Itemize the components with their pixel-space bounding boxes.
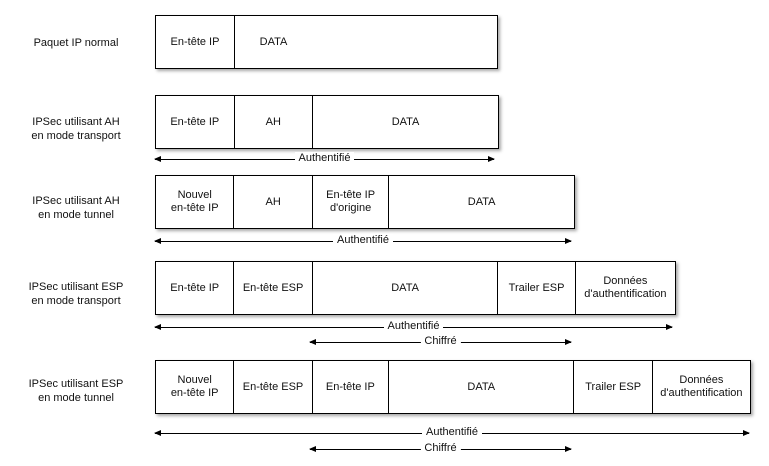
segment-en-tete-esp: En-tête ESP xyxy=(234,262,313,314)
double-arrow-authentifie: Authentifié xyxy=(154,152,495,165)
segment-data: DATA xyxy=(313,262,499,314)
arrow-label-authentifie: Authentifié xyxy=(422,426,482,439)
segment-data: DATA xyxy=(259,35,288,48)
arrow-label-authentifie: Authentifié xyxy=(383,320,444,333)
segment-ah: AH xyxy=(234,176,313,228)
double-arrow-authentifie: Authentifié xyxy=(154,320,673,333)
row-label-1: Paquet IP normal xyxy=(33,37,119,49)
arrow-label-authentifie: Authentifié xyxy=(294,152,355,165)
segment-en-tete-esp: En-tête ESP xyxy=(234,361,313,413)
segment-trailer-esp: Trailer ESP xyxy=(498,262,576,314)
segment-data: DATA xyxy=(391,115,420,128)
double-arrow-chiffre: Chiffré xyxy=(309,442,572,455)
packet-row-1: En-tête IP DATA xyxy=(155,15,498,69)
double-arrow-chiffre: Chiffré xyxy=(309,335,572,348)
segment-en-tete-ip: En-tête IP xyxy=(156,262,235,314)
segment-ah: AH xyxy=(235,96,314,148)
segment-en-tete-ip: En-tête IP xyxy=(156,96,235,148)
segment-en-tete-ip: En-tête IP xyxy=(156,16,235,68)
segment-trailer-esp: Trailer ESP xyxy=(574,361,653,413)
segment-data: DATA xyxy=(389,361,575,413)
arrow-label-authentifie: Authentifié xyxy=(333,234,393,247)
segment-data: DATA xyxy=(467,195,496,208)
arrow-label-chiffre: Chiffré xyxy=(420,442,461,455)
double-arrow-authentifie: Authentifié xyxy=(154,234,572,247)
double-arrow-authentifie: Authentifié xyxy=(154,426,750,439)
arrow-label-chiffre: Chiffré xyxy=(420,335,461,348)
segment-en-tete-ip: En-tête IP xyxy=(313,361,390,413)
